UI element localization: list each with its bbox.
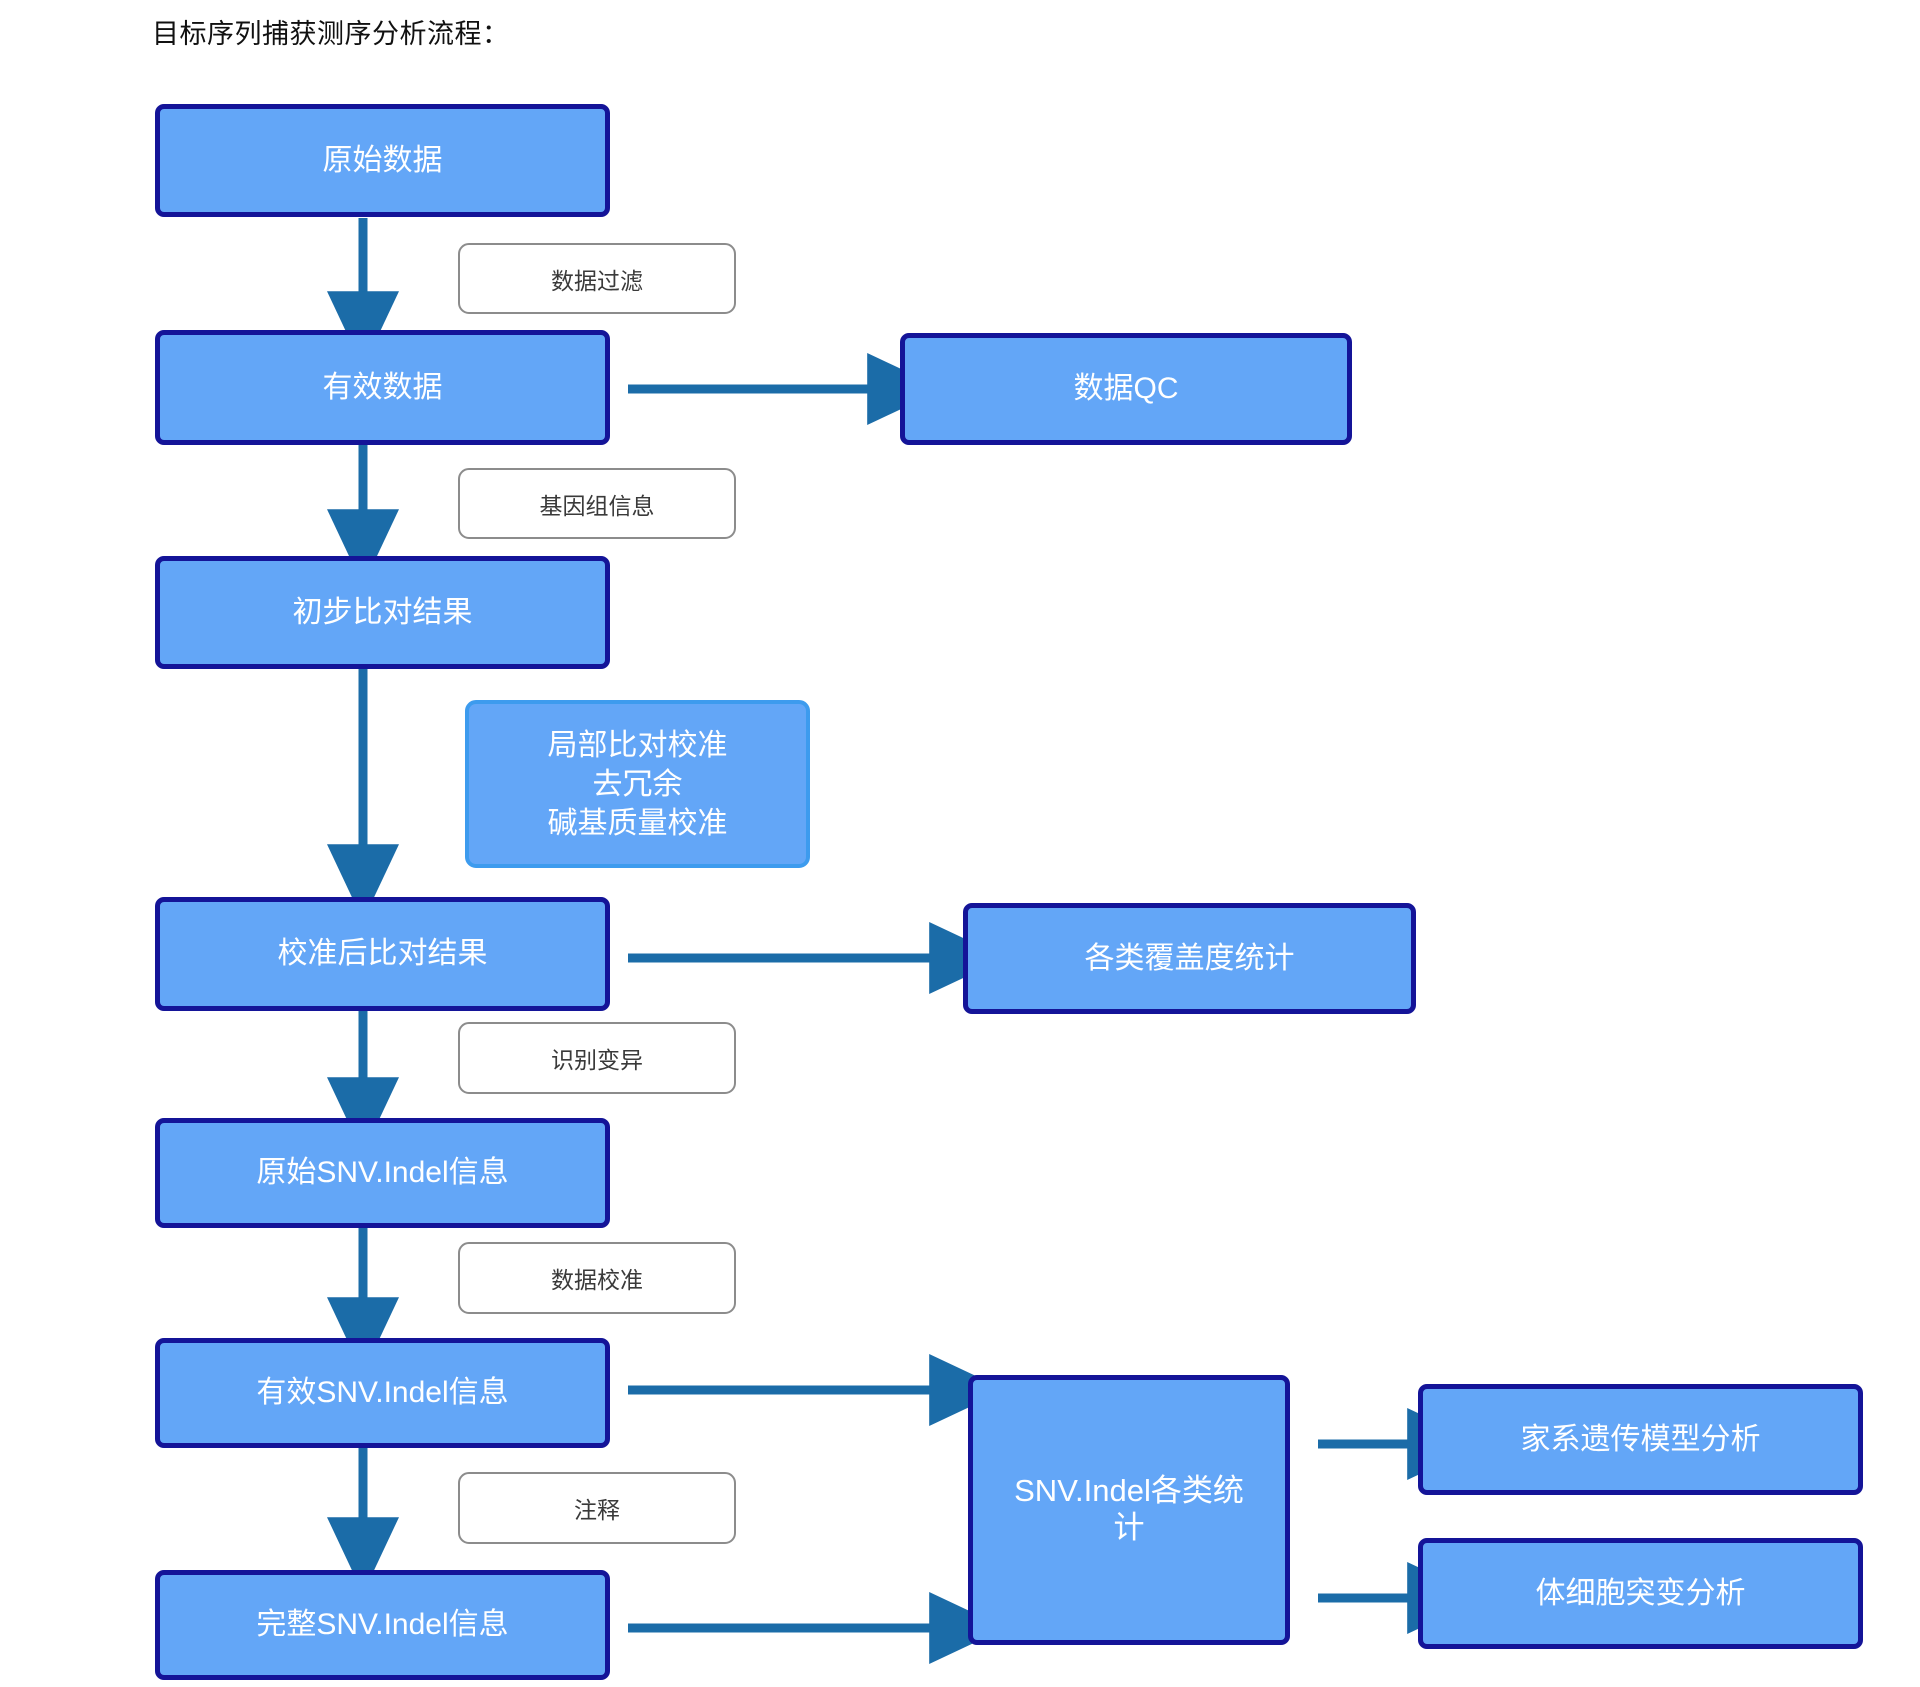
node-coverage-stats[interactable]: 各类覆盖度统计 [963,903,1416,1014]
node-full-snv-indel[interactable]: 完整SNV.Indel信息 [155,1570,610,1680]
node-raw-snv-indel[interactable]: 原始SNV.Indel信息 [155,1118,610,1228]
node-clean-data[interactable]: 有效数据 [155,330,610,445]
node-snv-indel-stats[interactable]: SNV.Indel各类统计 [968,1375,1290,1645]
node-initial-alignment[interactable]: 初步比对结果 [155,556,610,669]
node-pedigree-analysis[interactable]: 家系遗传模型分析 [1418,1384,1863,1495]
node-raw-data[interactable]: 原始数据 [155,104,610,217]
edge-label-annotation: 注释 [458,1472,736,1544]
edge-label-data-calibration: 数据校准 [458,1242,736,1314]
page-title: 目标序列捕获测序分析流程： [152,19,510,49]
node-valid-snv-indel[interactable]: 有效SNV.Indel信息 [155,1338,610,1448]
edge-label-data-filter: 数据过滤 [458,243,736,314]
node-recalibrated-alignment[interactable]: 校准后比对结果 [155,897,610,1011]
edge-label-call-variants: 识别变异 [458,1022,736,1094]
node-realignment-process[interactable]: 局部比对校准 去冗余 碱基质量校准 [465,700,810,868]
edge-label-genome-info: 基因组信息 [458,468,736,539]
node-data-qc[interactable]: 数据QC [900,333,1352,445]
node-somatic-analysis[interactable]: 体细胞突变分析 [1418,1538,1863,1649]
